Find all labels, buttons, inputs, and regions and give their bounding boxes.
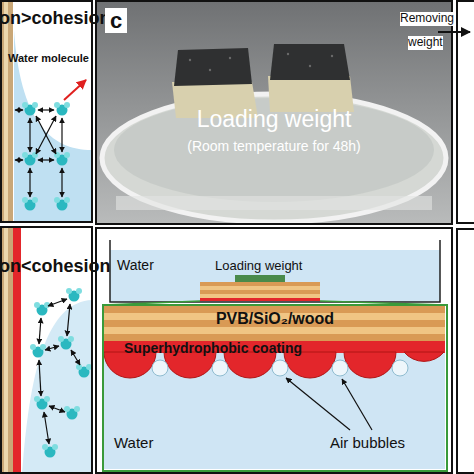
zoom-box: PVB/SiO₂/woodSuperhydrophobic coatingWat…: [102, 304, 448, 472]
layer-label: PVB/SiO₂/wood: [104, 310, 446, 328]
layer-label: Superhydrophobic coating: [124, 340, 302, 356]
photo-note: (Room temperature for 48h): [97, 138, 451, 154]
arrow-label: weight: [408, 36, 443, 50]
schematic: [96, 228, 452, 474]
arrow-label: Removing: [400, 12, 454, 26]
photo-panel: cLoading weight (Room temperature for 48h…: [95, 0, 453, 225]
cropped-panel: [457, 1, 474, 223]
cropped-panel: [457, 229, 474, 473]
panel-box: on<cohesion: [0, 226, 93, 474]
part-label: Water: [117, 257, 154, 273]
panel-heading: on<cohesion: [0, 256, 111, 277]
schematic-panel: Water Loading weightPVB/SiO₂/woodSuperhyd…: [95, 227, 453, 474]
part-label: Air bubbles: [330, 434, 405, 451]
panel-heading: on>cohesion: [0, 8, 111, 29]
part-label: Loading weight: [215, 259, 302, 274]
process-arrow: [438, 31, 470, 33]
panel-box: on>cohesionWater molecule: [0, 0, 93, 223]
panel-letter: c: [105, 8, 127, 33]
part-label: Water: [114, 434, 153, 451]
wetting-sketch: [0, 0, 92, 222]
part-label: Water molecule: [8, 52, 89, 65]
photo: [96, 0, 452, 224]
photo-caption: Loading weight: [97, 106, 451, 132]
